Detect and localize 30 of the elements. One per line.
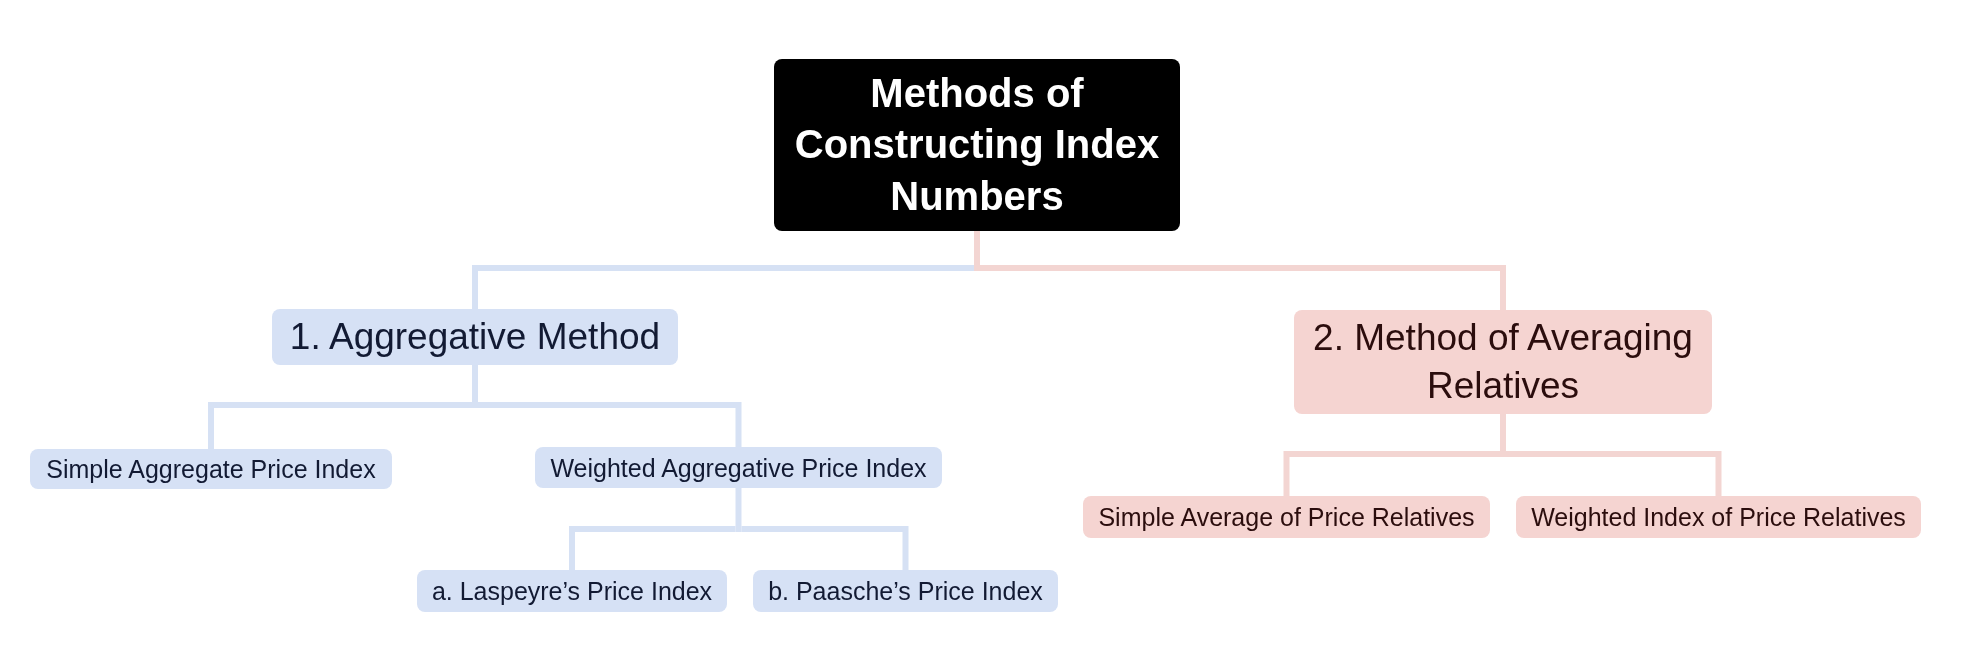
subtopic-box [1516, 496, 1921, 538]
central-topic-box [774, 59, 1180, 231]
connector-line [735, 488, 742, 532]
topic-label: Simple Aggregate Price Index [46, 454, 376, 484]
topic-label: Methods of Constructing Index Numbers [793, 70, 1161, 220]
connector-line [472, 365, 478, 408]
topic-label: Weighted Index of Price Relatives [1531, 502, 1906, 532]
topic-label: 2. Method of Averaging Relatives [1312, 315, 1694, 408]
connector-line [208, 402, 472, 449]
subtopic-box [535, 447, 942, 488]
subtopic-box [30, 449, 392, 489]
connector-line [478, 402, 742, 447]
topic-label: a. Laspeyre’s Price Index [431, 576, 713, 606]
connector-line [741, 526, 909, 570]
subtopic-box [417, 570, 727, 612]
subtopic-box [753, 570, 1058, 612]
topic-label: 1. Aggregative Method [289, 314, 661, 359]
branch-topic-box [1294, 310, 1712, 414]
connector-line [1506, 451, 1722, 496]
connector-line [569, 526, 736, 570]
topic-label: b. Paasche’s Price Index [768, 576, 1043, 606]
topic-label: Weighted Aggregative Price Index [550, 452, 927, 483]
connector-line [974, 231, 980, 271]
connector-line [472, 265, 974, 309]
subtopic-box [1083, 496, 1490, 538]
topic-label: Simple Average of Price Relatives [1098, 502, 1475, 532]
connector-line [980, 265, 1506, 310]
connector-line [1283, 451, 1500, 496]
branch-topic-box [272, 309, 678, 365]
connector-line [1500, 414, 1506, 457]
